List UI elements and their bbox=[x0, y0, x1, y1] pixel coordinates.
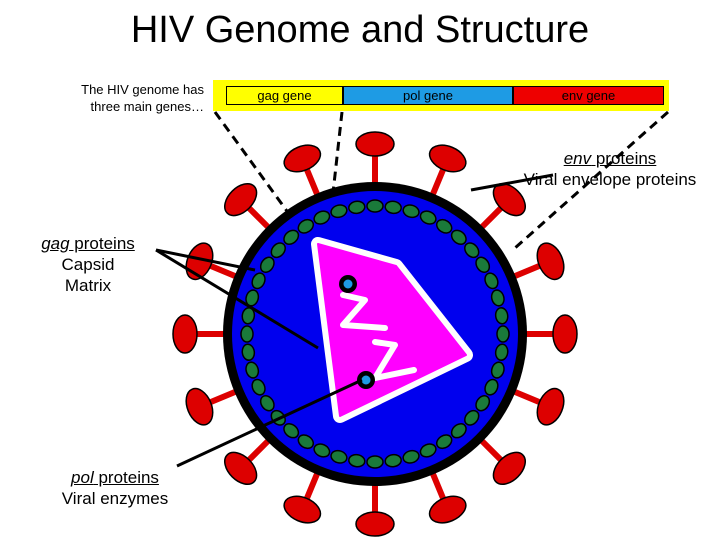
matrix-bead bbox=[313, 443, 331, 458]
matrix-bead bbox=[402, 449, 420, 464]
matrix-bead bbox=[330, 204, 348, 219]
spike-head bbox=[536, 387, 565, 426]
matrix-bead bbox=[490, 361, 505, 379]
matrix-bead bbox=[450, 229, 467, 245]
spike-stem bbox=[512, 388, 541, 405]
genome-bar: gag gene pol gene env gene bbox=[213, 80, 669, 111]
matrix-bead bbox=[484, 272, 499, 290]
spike-stem bbox=[209, 388, 238, 405]
spike-head bbox=[283, 144, 322, 173]
pol-detail: Viral enzymes bbox=[61, 489, 169, 508]
matrix-bead bbox=[366, 199, 384, 213]
matrix-bead bbox=[241, 343, 256, 361]
matrix-bead bbox=[348, 200, 366, 215]
matrix-bead bbox=[366, 455, 384, 469]
spike-stem bbox=[247, 437, 272, 462]
matrix-bead bbox=[464, 409, 480, 426]
spike-head bbox=[552, 314, 578, 354]
matrix-bead bbox=[297, 218, 315, 234]
matrix-bead bbox=[259, 256, 275, 274]
matrix-bead bbox=[435, 218, 453, 234]
spike-stem bbox=[209, 263, 238, 280]
spike-head bbox=[355, 511, 395, 537]
gag-gene-connector bbox=[213, 111, 294, 219]
gag-gene-name: gag bbox=[41, 234, 70, 253]
spike-head bbox=[224, 451, 258, 485]
matrix-bead bbox=[240, 325, 254, 343]
gag-capsid: Capsid bbox=[61, 255, 115, 274]
matrix-bead bbox=[435, 434, 453, 450]
matrix-bead bbox=[313, 210, 331, 225]
matrix-bead bbox=[245, 361, 260, 379]
spike-stem bbox=[478, 206, 503, 231]
spike-head bbox=[283, 495, 322, 524]
spike-head bbox=[224, 183, 258, 217]
matrix-bead bbox=[270, 242, 286, 259]
matrix-bead bbox=[259, 394, 275, 412]
spike-stem bbox=[429, 168, 446, 197]
spike-stem bbox=[512, 263, 541, 280]
spike-stem bbox=[429, 471, 446, 500]
spike-head bbox=[428, 495, 467, 524]
matrix-bead bbox=[251, 378, 266, 396]
matrix-bead bbox=[496, 325, 510, 343]
gag-proteins-word: proteins bbox=[69, 234, 135, 253]
env-pointer bbox=[470, 173, 554, 192]
spike-head bbox=[172, 314, 198, 354]
matrix-bead bbox=[475, 256, 491, 274]
pol-gene-name: pol bbox=[71, 468, 94, 487]
env-gene-name: env bbox=[563, 149, 592, 168]
pol-proteins-label: pol proteins Viral enzymes bbox=[35, 467, 195, 509]
spike-head bbox=[355, 131, 395, 157]
matrix-bead bbox=[484, 378, 499, 396]
matrix-bead bbox=[283, 229, 300, 245]
pol-proteins-word: proteins bbox=[93, 468, 159, 487]
viral-enzyme bbox=[343, 279, 353, 289]
slide-title: HIV Genome and Structure bbox=[130, 9, 590, 51]
matrix-bead bbox=[283, 423, 300, 439]
matrix-bead bbox=[384, 453, 402, 468]
matrix-bead bbox=[494, 307, 509, 325]
matrix-bead bbox=[419, 443, 437, 458]
matrix-bead bbox=[464, 242, 480, 259]
env-gene-segment: env gene bbox=[513, 86, 664, 105]
gag-matrix: Matrix bbox=[64, 276, 112, 295]
env-detail: Viral envelope proteins bbox=[523, 170, 697, 189]
spike-stem bbox=[478, 437, 503, 462]
gag-pointer bbox=[155, 248, 256, 272]
matrix-bead bbox=[384, 200, 402, 215]
pol-gene-segment: pol gene bbox=[343, 86, 513, 105]
spike-stem bbox=[247, 206, 272, 231]
spike-head bbox=[536, 242, 565, 281]
matrix-bead bbox=[475, 394, 491, 412]
spike-stem bbox=[304, 168, 321, 197]
matrix-bead bbox=[251, 272, 266, 290]
matrix-bead bbox=[348, 453, 366, 468]
matrix-bead bbox=[330, 449, 348, 464]
gag-pointer bbox=[155, 248, 319, 350]
viral-enzyme bbox=[361, 375, 371, 385]
envelope-spikes bbox=[172, 131, 578, 537]
matrix-bead bbox=[419, 210, 437, 225]
spike-head bbox=[185, 387, 214, 426]
spike-stem bbox=[304, 471, 321, 500]
rna-strand bbox=[340, 292, 388, 331]
spike-head bbox=[428, 144, 467, 173]
env-proteins-word: proteins bbox=[591, 149, 657, 168]
matrix-protein-layer bbox=[240, 199, 510, 469]
matrix-bead bbox=[402, 204, 420, 219]
spike-head bbox=[492, 451, 526, 485]
gag-proteins-label: gag proteins Capsid Matrix bbox=[20, 233, 156, 296]
env-gene-connector bbox=[514, 110, 669, 250]
matrix-bead bbox=[490, 289, 505, 307]
rna-strand bbox=[372, 339, 417, 381]
matrix-bead bbox=[494, 343, 509, 361]
matrix-bead bbox=[450, 423, 467, 439]
gag-gene-segment: gag gene bbox=[226, 86, 343, 105]
pol-pointer bbox=[176, 378, 363, 468]
env-proteins-label: env proteins Viral envelope proteins bbox=[500, 148, 720, 190]
intro-text: The HIV genome has three main genes… bbox=[81, 82, 204, 114]
matrix-bead bbox=[297, 434, 315, 450]
